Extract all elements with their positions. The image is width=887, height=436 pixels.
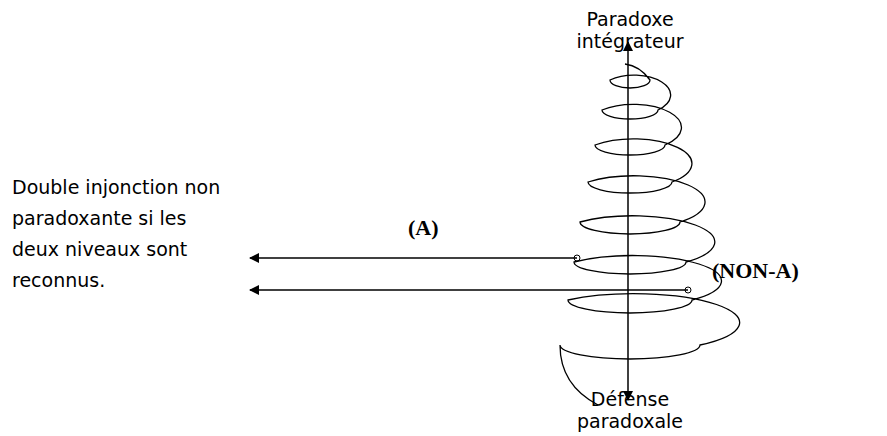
side-note: Double injonction non paradoxante si les… (12, 172, 234, 296)
pole-label: (NON-A) (712, 258, 832, 284)
spiral (560, 64, 740, 405)
arrow-non-a (250, 289, 688, 291)
vertical-axis (627, 42, 629, 400)
pole-label: (A) (408, 215, 468, 241)
arrow-a (250, 257, 577, 259)
axis-top-label: Paradoxe intégrateur (530, 8, 730, 52)
axis-bottom-label: Défense paradoxale (540, 388, 720, 432)
